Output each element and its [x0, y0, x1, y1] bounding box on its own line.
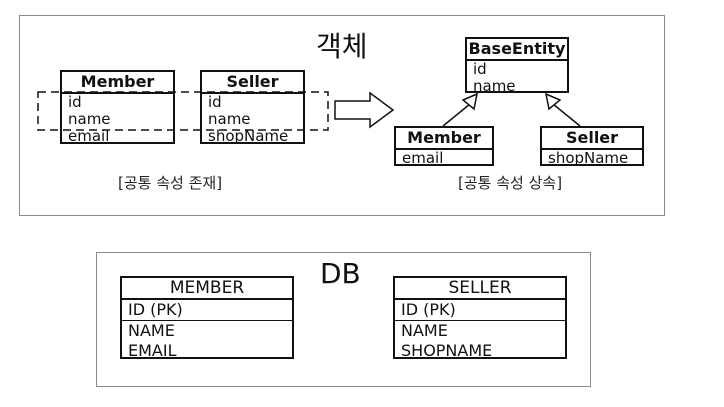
right-member-class: Member email — [394, 126, 494, 167]
field: email — [402, 149, 444, 167]
column: SHOPNAME — [401, 341, 493, 360]
primary-key-column: ID (PK) — [128, 300, 183, 319]
field: id — [208, 93, 222, 111]
class-fields: id name shopName — [202, 94, 303, 145]
table-columns: NAME SHOPNAME — [395, 320, 565, 361]
table-key: ID (PK) — [395, 300, 565, 320]
table-name: MEMBER — [122, 278, 292, 300]
seller-inherit-line — [552, 103, 581, 127]
class-fields: shopName — [542, 150, 642, 167]
field: name — [68, 110, 111, 128]
right-caption: [공통 속성 상속] — [458, 174, 563, 192]
field: name — [473, 77, 516, 95]
field: shopName — [548, 149, 629, 167]
left-member-class: Member id name email — [60, 70, 175, 145]
seller-inherit-arrowhead — [544, 92, 562, 111]
field: name — [208, 110, 251, 128]
field: shopName — [208, 127, 289, 145]
common-fields-highlight — [37, 91, 329, 131]
class-fields: email — [396, 150, 492, 167]
class-name: Member — [396, 128, 492, 150]
table-name: SELLER — [395, 278, 565, 300]
left-caption: [공통 속성 존재] — [118, 174, 223, 192]
member-table: MEMBER ID (PK) NAME EMAIL — [120, 276, 294, 361]
class-fields: id name email — [62, 94, 173, 145]
member-inherit-line — [442, 103, 471, 127]
class-fields: id name — [467, 61, 567, 95]
class-name: Seller — [542, 128, 642, 150]
left-seller-class: Seller id name shopName — [200, 70, 305, 145]
object-panel-title: 객체 — [316, 30, 368, 63]
class-name: Member — [62, 72, 173, 94]
class-name: Seller — [202, 72, 303, 94]
table-key: ID (PK) — [122, 300, 292, 320]
member-inherit-arrowhead — [461, 92, 479, 111]
seller-table: SELLER ID (PK) NAME SHOPNAME — [393, 276, 567, 361]
db-panel-title: DB — [320, 257, 361, 290]
field: email — [68, 127, 110, 145]
column: EMAIL — [128, 341, 177, 360]
right-seller-class: Seller shopName — [540, 126, 644, 167]
field: id — [68, 93, 82, 111]
column: NAME — [128, 321, 175, 340]
field: id — [473, 60, 487, 78]
column: NAME — [401, 321, 448, 340]
table-columns: NAME EMAIL — [122, 320, 292, 361]
transform-arrow — [334, 91, 395, 129]
base-entity-class: BaseEntity id name — [465, 37, 569, 95]
class-name: BaseEntity — [467, 39, 567, 61]
primary-key-column: ID (PK) — [401, 300, 456, 319]
